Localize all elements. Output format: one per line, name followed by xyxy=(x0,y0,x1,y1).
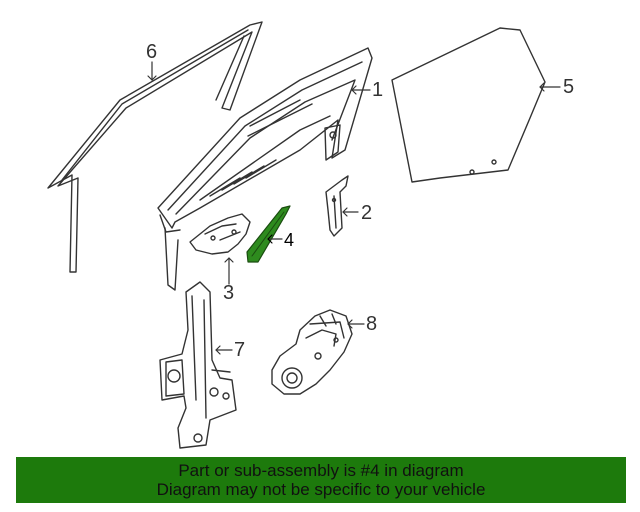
part-5-door-glass xyxy=(391,27,546,183)
part-6-weatherstrip xyxy=(47,21,263,273)
callout-2: 2 xyxy=(361,202,373,224)
part-8-motor xyxy=(271,309,353,395)
callout-4: 4 xyxy=(284,230,295,250)
part-7-regulator xyxy=(159,281,237,449)
banner-line-1: Part or sub-assembly is #4 in diagram xyxy=(178,461,464,480)
info-banner: Part or sub-assembly is #4 in diagram Di… xyxy=(16,457,626,503)
parts-diagram xyxy=(47,21,561,449)
callout-8: 8 xyxy=(366,313,378,335)
leader-lines xyxy=(147,61,561,355)
part-1-door-sash xyxy=(157,47,373,291)
callout-6: 6 xyxy=(146,41,158,63)
part-4-glass-channel xyxy=(246,205,291,263)
callout-5: 5 xyxy=(563,76,575,98)
banner-line-2: Diagram may not be specific to your vehi… xyxy=(156,480,486,499)
callout-7: 7 xyxy=(234,339,246,361)
part-2-bracket xyxy=(325,175,349,237)
part-3-guide-bracket xyxy=(189,213,251,255)
callout-1: 1 xyxy=(372,79,384,101)
callout-3: 3 xyxy=(223,282,235,304)
